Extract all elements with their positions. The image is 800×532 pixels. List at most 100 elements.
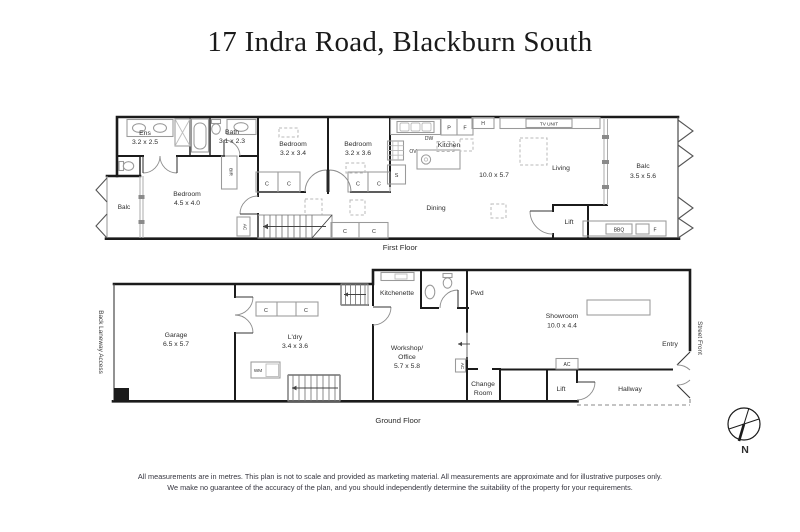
fridge-label: F: [653, 228, 656, 234]
ff-fixtures: [118, 116, 667, 239]
bbq-bench: [582, 220, 667, 237]
closet-label: C: [356, 182, 360, 188]
room-label-lift-gf: Lift: [556, 386, 565, 393]
sink-icon: [152, 123, 168, 133]
disclaimer-line-1: All measurements are in metres. This pla…: [137, 472, 663, 481]
room-label-hallway: Hallway: [618, 386, 642, 393]
pillar: [114, 388, 129, 402]
room-label-living: Living: [552, 165, 570, 172]
balcony-open-edge-mark: [677, 119, 694, 143]
street-front-annotation: Street Front: [696, 321, 703, 355]
room-label-garage: Garage: [165, 332, 188, 339]
room-dims-bedroom-3: 3.2 x 3.6: [345, 150, 371, 157]
room-label-entry: Entry: [662, 341, 678, 348]
ens-vanity: [126, 118, 174, 138]
room-label-lift: Lift: [564, 219, 573, 226]
dishwasher-label: DW: [425, 136, 434, 142]
hallway-open-edge: [577, 399, 691, 406]
room-label-workshop-1: Workshop/: [391, 345, 423, 352]
room-dims-workshop: 5.7 x 5.8: [394, 363, 420, 370]
room-dims-showroom: 10.0 x 4.4: [547, 323, 577, 330]
cooktop-icon: [396, 120, 435, 134]
first-floor-caption: First Floor: [383, 243, 418, 252]
back-laneway-annotation: Back Laneway Access: [97, 310, 104, 374]
compass-north-needle: [737, 423, 746, 442]
room-label-change-1: Change: [471, 381, 495, 388]
room-dims-bedroom-main: 4.5 x 4.0: [174, 200, 200, 207]
ground-floor-plan: Garage 6.5 x 5.7 L'dry 3.4 x 3.6 Kitchen…: [97, 268, 703, 425]
skylight: [304, 198, 323, 216]
island-bench: [416, 149, 461, 170]
dishwasher: [436, 141, 455, 152]
kitchenette-bench: [380, 271, 415, 282]
fridge-box: [635, 223, 650, 235]
closet: [277, 171, 301, 193]
gf-walls: [111, 268, 692, 406]
room-label-workshop-2: Office: [398, 354, 416, 361]
fridge-box: [456, 117, 474, 136]
ff-labels: Ens 3.2 x 2.5 Bath 3.1 x 2.3 Bedroom 4.5…: [118, 121, 657, 252]
sink-icon: [420, 154, 432, 165]
gf-fixtures: [250, 271, 651, 379]
sink-icon: [394, 273, 408, 280]
shower-icon: [174, 118, 191, 147]
closet-label: C: [304, 308, 308, 314]
closet-label: C: [264, 308, 268, 314]
basin-icon: [424, 284, 436, 300]
disclaimer: All measurements are in metres. This pla…: [0, 471, 800, 493]
gf-doors: [234, 289, 691, 401]
room-label-kitchenette: Kitchenette: [380, 290, 414, 297]
room-dims-bedroom-2: 3.2 x 3.4: [280, 150, 306, 157]
room-dims-garage: 6.5 x 5.7: [163, 341, 189, 348]
closet-label: C: [287, 182, 291, 188]
tv-unit-label: TV UNIT: [540, 122, 558, 127]
closet-label: C: [265, 182, 269, 188]
laundry-cupboards: [255, 301, 319, 317]
room-dims-ens: 3.2 x 2.5: [132, 139, 158, 146]
room-dims-balc-right: 3.5 x 5.6: [630, 173, 656, 180]
hotplate-label: H: [481, 121, 485, 127]
skylight: [459, 138, 474, 152]
closet-label: C: [343, 229, 347, 235]
toilet-icon: [442, 272, 453, 279]
ff-doors: [142, 139, 554, 235]
fridge-label: F: [463, 126, 467, 132]
room-label-bath: Bath: [225, 129, 239, 136]
ff-stairs: [257, 214, 333, 239]
tv-unit-shelf: [499, 116, 601, 130]
ac-label: AC: [243, 224, 248, 231]
hotplate-box: [471, 116, 495, 130]
room-dims-laundry: 3.4 x 3.6: [282, 343, 308, 350]
ff-windows: [95, 119, 694, 239]
balcony-open-edge-mark: [95, 177, 108, 203]
room-label-balc-right: Balc: [636, 163, 650, 170]
ceiling-feature: [345, 162, 366, 174]
ac-label: AC: [460, 363, 465, 370]
room-label-bedroom-2: Bedroom: [279, 141, 307, 148]
closet: [367, 171, 391, 193]
bathtub-icon: [190, 118, 210, 153]
room-label-balc-left: Balc: [118, 204, 131, 211]
built-in-robe: [220, 155, 238, 190]
bir-label: BIR: [229, 168, 234, 176]
bbq-label: BBQ: [614, 228, 625, 234]
ac-label: AC: [564, 362, 571, 368]
gf-labels: Garage 6.5 x 5.7 L'dry 3.4 x 3.6 Kitchen…: [97, 290, 703, 425]
ac-unit: [555, 357, 579, 370]
room-dims-bath: 3.1 x 2.3: [219, 138, 245, 145]
washing-machine-label: WM: [254, 368, 262, 373]
toilet-icon: [210, 118, 222, 125]
closet: [358, 221, 389, 239]
room-label-bedroom-3: Bedroom: [344, 141, 372, 148]
skylight: [349, 199, 366, 216]
room-label-kitchen: Kitchen: [438, 142, 461, 149]
ac-unit: [454, 358, 467, 373]
storage-box: [386, 164, 407, 185]
skylight: [490, 203, 507, 219]
washing-machine: [250, 361, 281, 379]
showroom-counter: [586, 299, 651, 316]
skylight: [519, 137, 548, 166]
compass-north-label: N: [741, 444, 749, 456]
